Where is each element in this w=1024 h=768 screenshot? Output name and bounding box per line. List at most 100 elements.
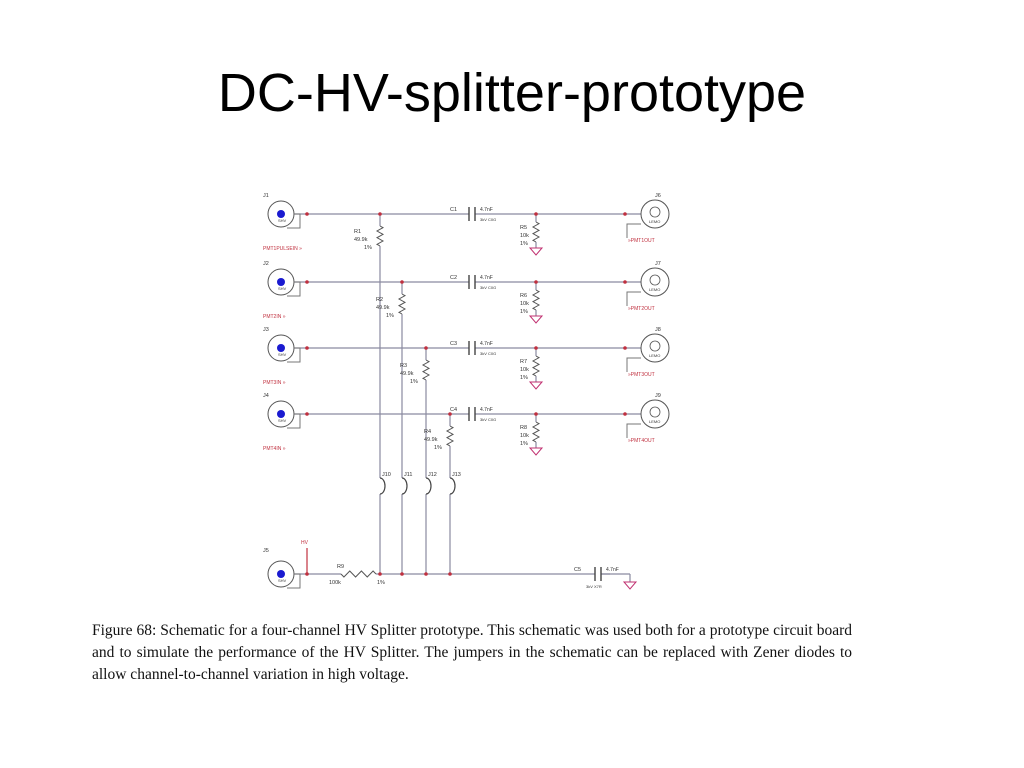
load-resistor-r7-tol: 1% bbox=[520, 375, 528, 381]
jumper-j10-arc bbox=[379, 477, 386, 495]
input-connector-j1-pin bbox=[277, 210, 285, 218]
output-connector-j8 bbox=[626, 333, 670, 372]
channel-3-input-dot bbox=[305, 346, 309, 350]
series-resistor-r3-zigzag bbox=[421, 359, 431, 381]
channel-4-tap-dot bbox=[448, 412, 452, 416]
output-net-pmt2out: »PMT2OUT bbox=[628, 306, 655, 312]
series-resistor-r4-zigzag bbox=[445, 425, 455, 447]
input-connector-j2 bbox=[267, 268, 301, 297]
output-connector-j6-inner bbox=[649, 206, 661, 218]
capacitor-c1-value: 4.7nF bbox=[480, 207, 493, 213]
filter-capacitor-c5 bbox=[594, 567, 602, 581]
input-net-pmt2in: PMT2IN » bbox=[263, 314, 286, 320]
input-connector-j1-shield bbox=[287, 213, 301, 229]
input-connector-j3-ref: J3 bbox=[263, 327, 269, 333]
input-connector-j4-pin bbox=[277, 410, 285, 418]
series-resistor-r2-ref: R2 bbox=[376, 297, 383, 303]
series-resistor-r4 bbox=[445, 425, 455, 447]
ground-r8-triangle bbox=[528, 447, 544, 456]
ground-r7-triangle bbox=[528, 381, 544, 390]
load-resistor-r8 bbox=[531, 421, 541, 443]
c3-gap bbox=[469, 346, 475, 350]
output-connector-j6 bbox=[626, 199, 670, 238]
input-connector-j4-part: SHV bbox=[278, 418, 287, 423]
ground-r7 bbox=[528, 381, 544, 390]
jumper-j12-ref: J12 bbox=[428, 472, 437, 478]
jumper-j13 bbox=[449, 477, 456, 495]
ground-c5-triangle bbox=[622, 581, 638, 590]
channel-2-tap-dot bbox=[400, 280, 404, 284]
hv-resistor-tol: 1% bbox=[377, 580, 385, 586]
ground-r5-triangle bbox=[528, 247, 544, 256]
figure-caption: Figure 68: Schematic for a four-channel … bbox=[92, 622, 852, 683]
series-resistor-r2-tol: 1% bbox=[386, 313, 394, 319]
load-resistor-r8-value: 10k bbox=[520, 433, 529, 439]
ground-r8 bbox=[528, 447, 544, 456]
capacitor-c3-value: 4.7nF bbox=[480, 341, 493, 347]
channel-3-load-dot bbox=[534, 346, 538, 350]
channel-2-output-dot bbox=[623, 280, 627, 284]
jumper-j13-arc bbox=[449, 477, 456, 495]
input-connector-j3-part: SHV bbox=[278, 352, 287, 357]
hv-resistor-ref: R9 bbox=[337, 564, 344, 570]
channel-1-load-dot bbox=[534, 212, 538, 216]
channel-3-output-dot bbox=[623, 346, 627, 350]
channel-1-output-dot bbox=[623, 212, 627, 216]
series-resistor-r3 bbox=[421, 359, 431, 381]
input-net-pmt1pulsein: PMT1PULSEIN » bbox=[263, 246, 302, 252]
output-connector-j7-ref: J7 bbox=[655, 261, 661, 267]
series-resistor-r1-ref: R1 bbox=[354, 229, 361, 235]
load-resistor-r6-zigzag bbox=[531, 289, 541, 311]
hv-connector-j5-pin bbox=[277, 570, 285, 578]
jumper-j10 bbox=[379, 477, 386, 495]
output-net-pmt4out: »PMT4OUT bbox=[628, 438, 655, 444]
output-connector-j7-part: LEMO bbox=[649, 287, 660, 292]
output-connector-j6-ref: J6 bbox=[655, 193, 661, 199]
output-connector-j7-inner bbox=[649, 274, 661, 286]
load-resistor-r5-zigzag bbox=[531, 221, 541, 243]
input-connector-j1 bbox=[267, 200, 301, 229]
load-resistor-r6-ref: R6 bbox=[520, 293, 527, 299]
bus-dot-1 bbox=[378, 572, 382, 576]
bus-dot-2 bbox=[400, 572, 404, 576]
load-resistor-r7-ref: R7 bbox=[520, 359, 527, 365]
output-connector-j8-inner bbox=[649, 340, 661, 352]
series-resistor-r1-zigzag bbox=[375, 225, 385, 247]
output-connector-j9-ref: J9 bbox=[655, 393, 661, 399]
jumper-j11 bbox=[401, 477, 408, 495]
load-resistor-r6-value: 10k bbox=[520, 301, 529, 307]
channel-4-input-dot bbox=[305, 412, 309, 416]
load-resistor-r6-tol: 1% bbox=[520, 309, 528, 315]
output-connector-j8-ref: J8 bbox=[655, 327, 661, 333]
hv-net-label: HV bbox=[301, 540, 309, 546]
input-connector-j1-part: SHV bbox=[278, 218, 287, 223]
output-net-pmt3out: »PMT3OUT bbox=[628, 372, 655, 378]
load-resistor-r8-ref: R8 bbox=[520, 425, 527, 431]
output-connector-j6-shield bbox=[626, 223, 641, 238]
output-connector-j7 bbox=[626, 267, 670, 306]
series-resistor-r1-value: 49.9k bbox=[354, 237, 368, 243]
c5-gap bbox=[595, 572, 601, 576]
filter-capacitor-rating: 3kV X7R bbox=[586, 584, 602, 589]
load-resistor-r5-value: 10k bbox=[520, 233, 529, 239]
jumper-j12-arc bbox=[425, 477, 432, 495]
input-connector-j4-ref: J4 bbox=[263, 393, 269, 399]
output-net-pmt1out: »PMT1OUT bbox=[628, 238, 655, 244]
capacitor-c4-value: 4.7nF bbox=[480, 407, 493, 413]
c1-gap bbox=[469, 212, 475, 216]
jumper-j11-arc bbox=[401, 477, 408, 495]
input-connector-j2-pin bbox=[277, 278, 285, 286]
channel-4-load-dot bbox=[534, 412, 538, 416]
capacitor-c2-rating: 3kV C0G bbox=[480, 285, 496, 290]
input-connector-j2-part: SHV bbox=[278, 286, 287, 291]
bus-dot-3 bbox=[424, 572, 428, 576]
channel-2-input-dot bbox=[305, 280, 309, 284]
series-resistor-r2 bbox=[397, 293, 407, 315]
series-resistor-r2-zigzag bbox=[397, 293, 407, 315]
hv-connector-ref: J5 bbox=[263, 548, 269, 554]
input-net-pmt4in: PMT4IN » bbox=[263, 446, 286, 452]
series-resistor-r3-value: 49.9k bbox=[400, 371, 414, 377]
filter-capacitor-ref: C5 bbox=[574, 567, 581, 573]
slide-title: DC-HV-splitter-prototype bbox=[217, 63, 807, 123]
